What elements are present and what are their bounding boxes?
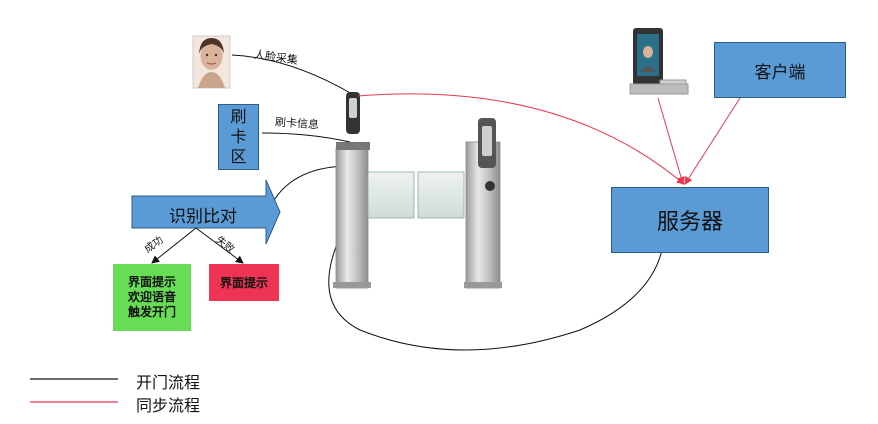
left-glass-flap <box>367 171 415 219</box>
card-area-box: 刷 卡 区 <box>218 104 259 170</box>
client-box: 客户端 <box>714 42 846 98</box>
face-capture-line <box>231 54 353 95</box>
sync-line-client <box>684 97 741 185</box>
card-info-label: 刷卡信息 <box>274 115 320 132</box>
gate-to-recognition-line <box>269 165 346 208</box>
gate-to-server-line <box>328 236 663 351</box>
sync-line-gate <box>357 93 685 185</box>
turnstile-left-post <box>333 142 371 289</box>
card-info-line <box>261 132 351 143</box>
legend-door-flow-label: 开门流程 <box>136 373 201 392</box>
legend-sync-flow-label: 同步流程 <box>136 396 201 415</box>
success-branch-arrow <box>151 227 197 264</box>
server-box: 服务器 <box>611 187 769 253</box>
right-glass-flap <box>417 171 465 219</box>
failure-result-box: 界面提示 <box>209 264 279 301</box>
recognition-arrow <box>131 179 281 245</box>
success-result-box: 界面提示 欢迎语音 触发开门 <box>113 264 191 331</box>
recognition-label: 识别比对 <box>169 207 237 227</box>
face-recognition-terminal-icon <box>346 92 360 134</box>
face-photo <box>192 35 231 89</box>
turnstile-right-post <box>464 118 502 289</box>
client-terminal-device-icon <box>629 28 689 95</box>
sync-line-terminal <box>657 97 685 185</box>
failure-branch-arrow <box>195 227 244 264</box>
